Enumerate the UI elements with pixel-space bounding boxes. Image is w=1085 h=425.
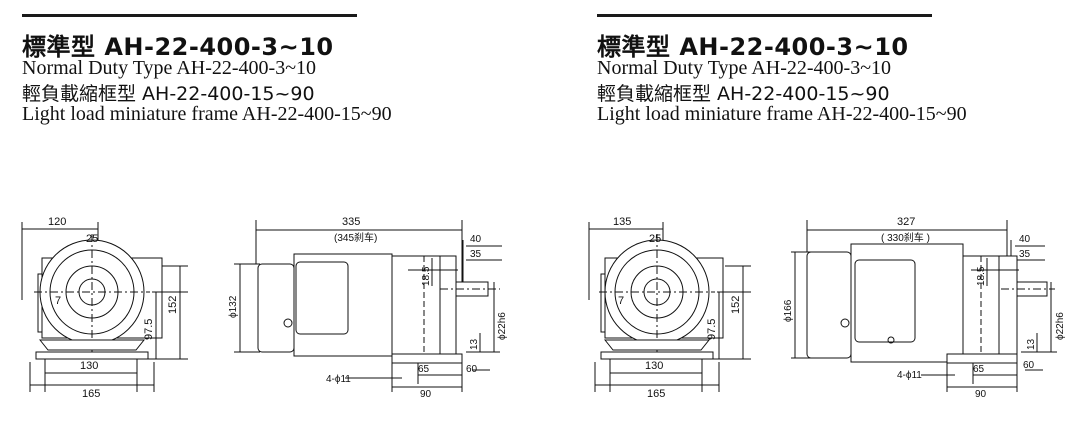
- dim-97-5: 97.5: [143, 319, 155, 340]
- dim-18-5: 18.5: [421, 266, 432, 286]
- dim-25: 25: [86, 233, 98, 245]
- dim-25: 25: [649, 233, 661, 245]
- dim-7: 7: [618, 295, 624, 307]
- dim-152: 152: [730, 296, 742, 314]
- dim-60: 60: [1023, 360, 1035, 371]
- dim-152: 152: [167, 296, 179, 314]
- dim-phi22h6: ϕ22h6: [1055, 312, 1066, 340]
- dim-90: 90: [420, 389, 432, 400]
- model-title: 標準型 AH-22-400-3~10: [22, 33, 334, 61]
- dim-18-5: 18.5: [976, 266, 987, 286]
- dim-13: 13: [1026, 338, 1037, 350]
- dim-130: 130: [645, 360, 663, 372]
- dim-4-phi11: 4-ϕ11: [326, 374, 351, 385]
- dim-60: 60: [466, 364, 478, 375]
- dim-327: 327: [897, 216, 915, 228]
- dim-65: 65: [973, 364, 985, 375]
- normal-duty-line: Normal Duty Type AH-22-400-3~10: [597, 57, 892, 79]
- spec-panel-right: 標準型 AH-22-400-3~10 Normal Duty Type AH-2…: [545, 0, 1085, 425]
- dim-135: 135: [613, 216, 631, 228]
- dim-40: 40: [470, 234, 482, 245]
- dim-65: 65: [418, 364, 430, 375]
- dim-165: 165: [82, 388, 100, 400]
- dim-35: 35: [470, 249, 482, 260]
- dim-35: 35: [1019, 249, 1031, 260]
- dim-phi22h6: ϕ22h6: [497, 312, 508, 340]
- dim-345-brake: (345刹车): [334, 231, 377, 244]
- dim-phi132: ϕ132: [228, 295, 239, 318]
- dim-4-phi11: 4-ϕ11: [897, 370, 922, 381]
- normal-duty-line: Normal Duty Type AH-22-400-3~10: [22, 57, 317, 79]
- dim-13: 13: [469, 338, 480, 350]
- dim-90: 90: [975, 389, 987, 400]
- light-load-en-line: Light load miniature frame AH-22-400-15~…: [597, 103, 967, 125]
- dim-phi166: ϕ166: [783, 299, 794, 322]
- spec-panel-left: 標準型 AH-22-400-3~10 Normal Duty Type AH-2…: [0, 0, 540, 425]
- dimension-drawing: 135 25 7 97.5 152 130 165 327 ( 330刹车 ) …: [588, 216, 1066, 400]
- light-load-cn-line: 輕負載縮框型 AH-22-400-15~90: [22, 83, 315, 105]
- model-title: 標準型 AH-22-400-3~10: [597, 33, 909, 61]
- dim-97-5: 97.5: [706, 319, 718, 340]
- dimension-drawing: 120 25 7 97.5 152 130 165 335 (345刹车) 40…: [21, 216, 508, 400]
- dim-120: 120: [48, 216, 66, 228]
- dim-130: 130: [80, 360, 98, 372]
- dim-40: 40: [1019, 234, 1031, 245]
- dim-335: 335: [342, 216, 360, 228]
- dim-165: 165: [647, 388, 665, 400]
- dim-330-brake: ( 330刹车 ): [881, 231, 930, 244]
- dim-7: 7: [55, 295, 61, 307]
- light-load-cn-line: 輕負載縮框型 AH-22-400-15~90: [597, 83, 890, 105]
- header-rule: [597, 14, 932, 17]
- light-load-en-line: Light load miniature frame AH-22-400-15~…: [22, 103, 392, 125]
- header-rule: [22, 14, 357, 17]
